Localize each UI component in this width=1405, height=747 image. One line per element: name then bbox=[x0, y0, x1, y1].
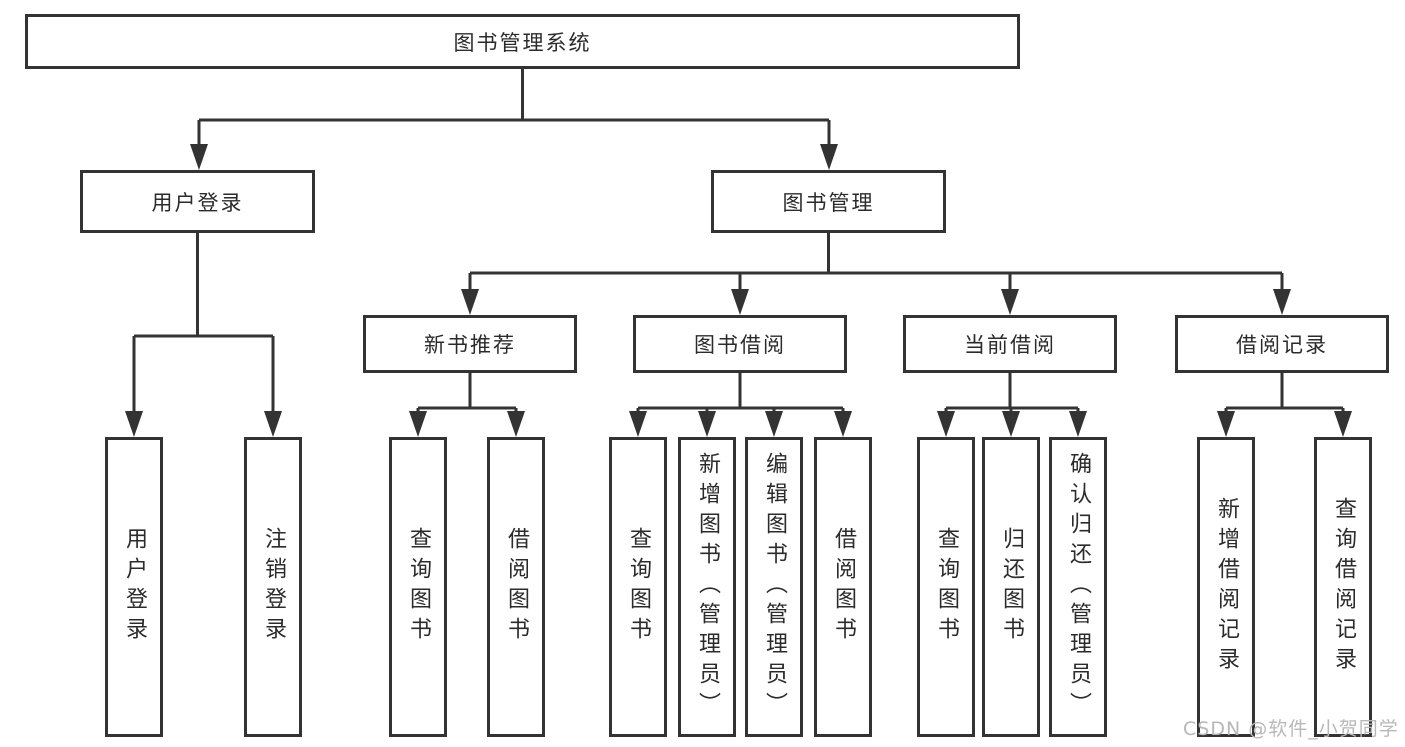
arrowhead bbox=[461, 289, 479, 315]
arrowhead bbox=[1069, 411, 1087, 437]
node-book-management: 图书管理 bbox=[711, 170, 946, 233]
leaf-edit-book-admin: 编辑图书（管理员） bbox=[745, 437, 803, 737]
leaf-query-books-recommend: 查询图书 bbox=[389, 437, 447, 737]
arrowhead bbox=[1217, 411, 1235, 437]
leaf-query-books-current: 查询图书 bbox=[917, 437, 975, 737]
arrowhead bbox=[1001, 289, 1019, 315]
arrowhead bbox=[820, 144, 838, 170]
node-user-login: 用户登录 bbox=[80, 170, 315, 233]
arrowhead bbox=[507, 411, 525, 437]
arrowhead bbox=[937, 411, 955, 437]
leaf-borrow-books-recommend: 借阅图书 bbox=[487, 437, 545, 737]
node-book-borrowing: 图书借阅 bbox=[633, 315, 847, 373]
arrowhead bbox=[629, 411, 647, 437]
node-current-borrowing: 当前借阅 bbox=[903, 315, 1117, 373]
arrowhead bbox=[698, 411, 716, 437]
leaf-borrow-books-borrowing: 借阅图书 bbox=[814, 437, 872, 737]
node-library-system: 图书管理系统 bbox=[25, 14, 1020, 69]
arrowhead bbox=[1273, 289, 1291, 315]
leaf-add-borrow-record: 新增借阅记录 bbox=[1197, 437, 1255, 737]
leaf-user-login: 用户登录 bbox=[105, 437, 163, 737]
node-borrow-records: 借阅记录 bbox=[1175, 315, 1389, 373]
arrowhead bbox=[765, 411, 783, 437]
leaf-query-books-borrowing: 查询图书 bbox=[609, 437, 667, 737]
node-new-book-recommend: 新书推荐 bbox=[363, 315, 577, 373]
arrowhead bbox=[190, 144, 208, 170]
leaf-query-borrow-record: 查询借阅记录 bbox=[1314, 437, 1372, 737]
leaf-logout: 注销登录 bbox=[244, 437, 302, 737]
arrowhead bbox=[1334, 411, 1352, 437]
arrowhead bbox=[1002, 411, 1020, 437]
leaf-add-book-admin: 新增图书（管理员） bbox=[678, 437, 736, 737]
leaf-return-book: 归还图书 bbox=[982, 437, 1040, 737]
arrowhead bbox=[264, 411, 282, 437]
csdn-watermark: CSDN @软件_小贺同学 bbox=[1183, 718, 1399, 740]
leaf-confirm-return-admin: 确认归还（管理员） bbox=[1049, 437, 1107, 737]
arrowhead bbox=[834, 411, 852, 437]
arrowhead bbox=[125, 411, 143, 437]
arrowhead bbox=[409, 411, 427, 437]
arrowhead bbox=[731, 289, 749, 315]
